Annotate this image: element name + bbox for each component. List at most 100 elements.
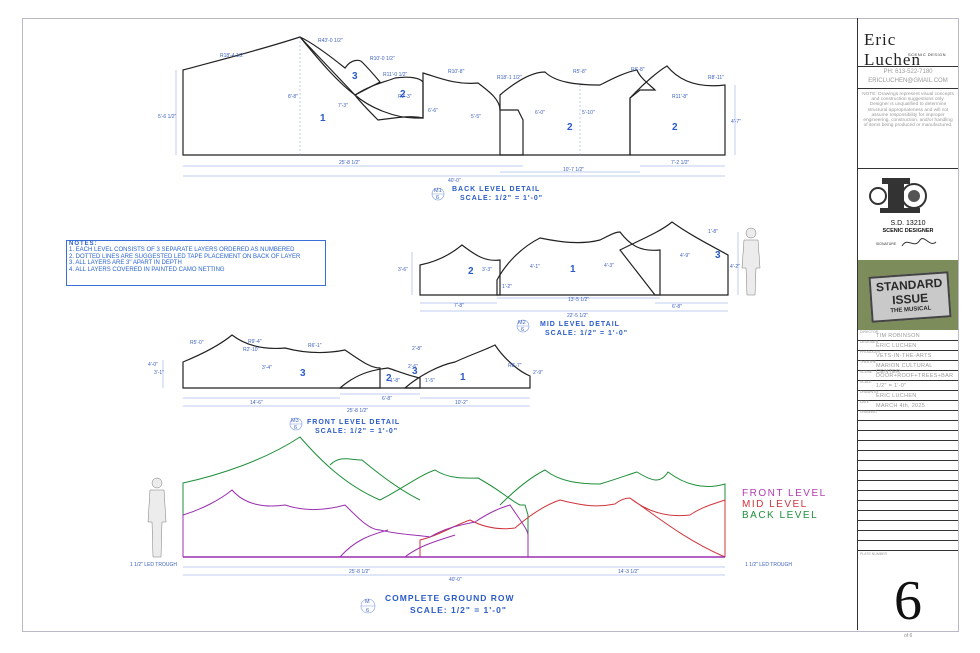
front-dim-h4: 2'-8" [412, 346, 422, 352]
designer-subtitle: SCENIC DESIGN [908, 52, 947, 57]
led-trough-right-label: 1 1/2" LED TROUGH [745, 562, 792, 568]
ground-row-mid-layer [419, 497, 726, 558]
mid-ref-top: M2 [518, 320, 526, 326]
front-dim-h3: 3'-4" [262, 365, 272, 371]
back-layer-number-2c: 2 [672, 122, 678, 133]
mid-dim-h7: 4'-2" [730, 264, 740, 270]
back-layer-2b-outline [499, 69, 657, 156]
notes-heading: NOTES: [69, 241, 98, 247]
legend-mid-level: MID LEVEL [742, 499, 808, 510]
back-dim-h4: 6'-6" [428, 108, 438, 114]
note-item: 4. ALL LAYERS COVERED IN PAINTED CAMO NE… [69, 266, 225, 273]
complete-dim-left: 25'-8 1/2" [349, 569, 370, 575]
complete-title: COMPLETE GROUND ROW [385, 593, 515, 603]
front-dim-left: 14'-6" [250, 400, 263, 406]
complete-dim-right: 14'-3 1/2" [618, 569, 639, 575]
contact-cell: PH: 613-522-7180 ERICLUCHEN@GMAIL.COM [858, 66, 958, 89]
human-figure-ground-row [147, 477, 167, 558]
mid-ref-bottom: 6 [521, 327, 524, 333]
mid-layer-2-outline [419, 244, 501, 296]
level-legend: FRONT LEVEL MID LEVEL BACK LEVEL [742, 488, 827, 521]
signature-mark [901, 238, 937, 247]
front-layer-number-1: 1 [460, 372, 466, 383]
back-dim-mid: 10'-7 1/2" [563, 167, 584, 173]
front-dim-h7: 2'-6" [408, 364, 418, 370]
notes-box: NOTES: 1. EACH LEVEL CONSISTS OF 3 SEPAR… [66, 240, 326, 286]
designer-name: Eric Luchen [864, 30, 921, 69]
mid-dim-total: 22'-5 1/2" [567, 313, 588, 319]
front-detail-scale: SCALE: 1/2" = 1'-0" [315, 428, 398, 435]
mid-dim-h5: 4'-9" [680, 253, 690, 259]
mid-dim-right: 6'-8" [672, 304, 682, 310]
plate-number-label: PLATE NUMBER [860, 552, 887, 556]
front-dim-h2: 3'-1" [154, 370, 164, 376]
back-dim-h2: 8'-8" [288, 94, 298, 100]
front-dim-right: 10'-2" [455, 400, 468, 406]
mid-dim-h1: 3'-6" [398, 267, 408, 273]
front-dim-mid: 6'-8" [382, 396, 392, 402]
front-layer-number-2: 2 [386, 373, 392, 384]
back-level-detail: 25'-8 1/2" 40'-0" 10'-7 1/2" 7'-2 1/2" 5… [158, 36, 741, 202]
front-ref-top: M3 [291, 418, 299, 424]
front-dim-h1: 4'-0" [148, 362, 158, 368]
designer-email: ERICLUCHEN@GMAIL.COM [868, 78, 948, 84]
disclaimer-cell: NOTE: Drawings represent visual concepts… [858, 88, 958, 169]
back-dim-r7: R5'-8" [573, 69, 587, 75]
designer-logo-cell: Eric Luchen SCENIC DESIGN [858, 18, 958, 69]
union-seal-icon [869, 178, 927, 213]
back-dim-r3: R10'-0 1/2" [370, 56, 395, 62]
mid-dim-h8: 1'-2" [502, 284, 512, 290]
front-dim-r1: R5'-0" [190, 340, 204, 346]
back-dim-h6: 6'-0" [535, 110, 545, 116]
back-layer-number-2b: 2 [567, 122, 573, 133]
back-dim-r5: R10'-8" [448, 69, 465, 75]
complete-dim-total: 40'-0" [449, 577, 462, 583]
ground-row-front-layer [182, 489, 529, 558]
back-dim-h8: 4'-7" [731, 119, 741, 125]
back-dim-h1: 5'-6 1/2" [158, 114, 177, 120]
mid-layer-number-2: 2 [468, 266, 474, 277]
mid-dim-left: 7'-8" [454, 303, 464, 309]
complete-scale: SCALE: 1/2" = 1'-0" [410, 605, 507, 615]
ground-row-back-layer [182, 436, 726, 557]
front-dim-r5: R8'-7" [508, 363, 522, 369]
signature-label: SIGNATURE [876, 242, 897, 246]
front-layer-1-outline [403, 344, 531, 389]
back-dim-r6: R18'-1 1/2" [497, 75, 522, 81]
mid-dim-sub: 13'-5 1/2" [568, 297, 589, 303]
front-dim-r2: R9'-4" [248, 339, 262, 345]
designer-phone: PH: 613-522-7180 [883, 69, 933, 75]
led-trough-left-label: 1 1/2" LED TROUGH [130, 562, 177, 568]
mid-detail-scale: SCALE: 1/2" = 1'-0" [545, 330, 628, 337]
back-layer-1-outline [182, 36, 524, 156]
front-level-detail: 14'-6" 25'-8 1/2" 6'-8" 10'-2" R5'-0" R9… [148, 334, 543, 435]
front-dim-h6: 2'-9" [533, 370, 543, 376]
union-id: S.D. 13210 [890, 220, 926, 227]
back-dim-h3: 7'-3" [338, 103, 348, 109]
back-detail-title: BACK LEVEL DETAIL [452, 186, 540, 193]
front-ref-bottom: 6 [294, 425, 297, 431]
note-item: 2. DOTTED LINES ARE SUGGESTED LED TAPE P… [69, 253, 301, 260]
back-dim-right: 7'-2 1/2" [671, 160, 690, 166]
back-dim-total: 40'-0" [448, 178, 461, 184]
complete-ground-row: 25'-8 1/2" 14'-3 1/2" 40'-0" 1 1/2" LED … [130, 436, 792, 615]
back-dim-h9: R11'-8" [672, 94, 688, 100]
front-layer-number-3b: 3 [412, 366, 418, 377]
complete-ref-bottom: 6 [366, 608, 369, 614]
disclaimer-text: NOTE: Drawings represent visual concepts… [862, 92, 954, 129]
back-layer-number-3: 3 [352, 71, 358, 82]
back-dim-r2: R43'-0 1/2" [318, 38, 343, 44]
back-dim-r8: R6'-8" [631, 67, 645, 73]
back-layer-2-outline [354, 76, 424, 121]
back-layer-number-1: 1 [320, 113, 326, 124]
show-logo: STANDARD ISSUE THE MUSICAL [858, 260, 958, 330]
back-dim-h5: 5'-5" [471, 114, 481, 120]
back-ref-bottom: 6 [436, 195, 439, 201]
